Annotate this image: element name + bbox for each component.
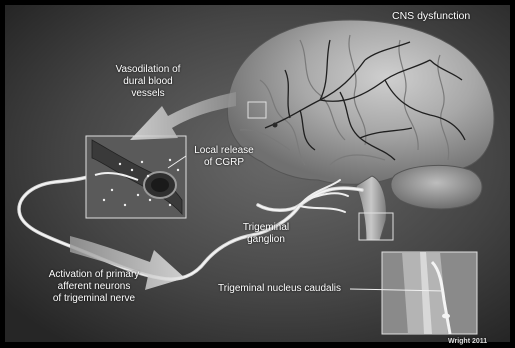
activation-line-1: Activation of primary (14, 269, 174, 281)
activation-label: Activation of primary afferent neurons o… (14, 269, 174, 305)
copyright-credit: Wright 2011 (448, 338, 487, 346)
nucleus-caudalis-label: Trigeminal nucleus caudalis (218, 283, 341, 295)
activation-line-3: of trigeminal nerve (14, 293, 174, 305)
activation-line-2: afferent neurons (14, 281, 174, 293)
vasodilation-line-2: dural blood (98, 76, 198, 88)
ganglion-line-2: ganglion (236, 234, 296, 246)
vasodilation-line-3: vessels (98, 88, 198, 100)
trigeminal-ganglion-label: Trigeminal ganglion (236, 222, 296, 246)
nucleus-caudalis-inset (382, 252, 477, 334)
cns-dysfunction-label: CNS dysfunction (392, 10, 470, 22)
cgrp-label: Local release of CGRP (185, 145, 263, 169)
cgrp-line-1: Local release (185, 145, 263, 157)
ganglion-line-1: Trigeminal (236, 222, 296, 234)
cgrp-inset (86, 136, 186, 218)
vasodilation-line-1: Vasodilation of (98, 64, 198, 76)
cgrp-line-2: of CGRP (185, 157, 263, 169)
vasodilation-label: Vasodilation of dural blood vessels (98, 64, 198, 100)
